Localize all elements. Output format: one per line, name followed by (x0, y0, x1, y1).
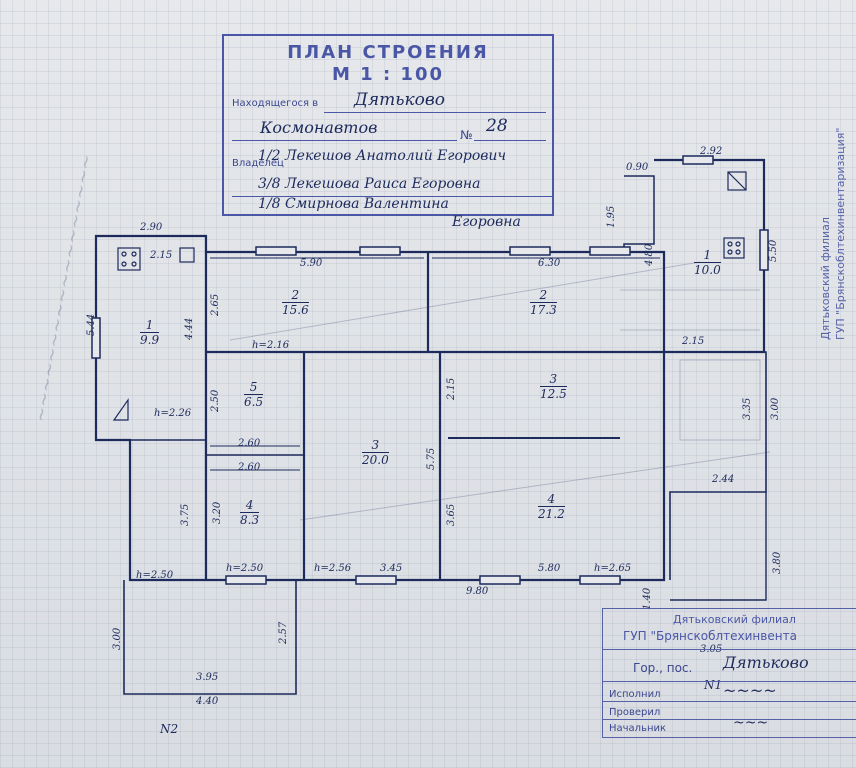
dim-label: 2.15 (682, 336, 705, 347)
owner-2: 3/8 Лекешова Раиса Егоровна (258, 176, 481, 192)
dim-label: h=2.65 (594, 563, 632, 574)
dim-label: h=2.56 (314, 563, 352, 574)
dim-label: 6.30 (538, 258, 561, 269)
chief-signature: ~~~ (733, 715, 769, 731)
dim-label: 5.75 (426, 447, 437, 470)
dim-label: 4.40 (196, 696, 219, 707)
dim-label: 3.00 (112, 627, 123, 650)
city-value: Дятьково (723, 653, 809, 672)
dim-label: 2.60 (238, 438, 261, 449)
side-stamp-line2: ГУП "Брянскоблтехинвентаризация" (834, 127, 847, 340)
dim-label: 4.44 (184, 317, 195, 340)
side-stamp-line1: Дятьковский филиал (819, 217, 832, 340)
dim-label: 2.92 (700, 146, 723, 157)
owner-3-cont: Егоровна (452, 214, 521, 230)
dim-label: 2.15 (446, 377, 457, 400)
dim-label: 5.50 (768, 239, 779, 262)
dim-label: 5.44 (86, 313, 97, 336)
title-stamp: ПЛАН СТРОЕНИЯ М 1 : 100 Находящегося в Д… (222, 34, 554, 216)
dim-label: 2.15 (150, 250, 173, 261)
dim-label: 2.50 (210, 389, 221, 412)
plan-title: ПЛАН СТРОЕНИЯ (287, 42, 489, 63)
org-header-2: ГУП "Брянскоблтехинвента (623, 629, 797, 643)
street-value: Космонавтов (260, 118, 378, 137)
dim-label: 1.95 (606, 205, 617, 228)
plan-scale: М 1 : 100 (331, 64, 444, 85)
dim-label: 5.90 (300, 258, 323, 269)
dim-label: 5.80 (538, 563, 561, 574)
organization-stamp: Дятьковский филиал ГУП "Брянскоблтехинве… (602, 608, 856, 738)
dim-label: 4.80 (644, 243, 655, 266)
dim-label: 3.65 (446, 503, 457, 526)
executor-label: Исполнил (609, 689, 661, 700)
owner-1: 1/2 Лекешов Анатолий Егорович (258, 148, 507, 164)
dim-label: 9.80 (466, 586, 489, 597)
number-label: № (460, 128, 473, 142)
dim-label: 2.44 (712, 474, 735, 485)
location-label: Находящегося в (232, 98, 319, 109)
dim-label: 2.60 (238, 462, 261, 473)
dim-label: 3.20 (212, 501, 223, 524)
org-header-1: Дятьковский филиал (673, 613, 796, 626)
location-value: Дятьково (354, 90, 445, 110)
chief-label: Начальник (609, 723, 667, 734)
dim-label: 3.75 (180, 503, 191, 526)
number-value: 28 (486, 116, 508, 136)
dim-label: 2.90 (140, 222, 163, 233)
dim-label: h=2.26 (154, 408, 192, 419)
dim-label: 3.80 (772, 551, 783, 574)
checked-label: Проверил (609, 707, 661, 718)
dim-label: 2.65 (210, 293, 221, 316)
owner-label: Владелец (232, 158, 284, 169)
executor-signature: ~~~~ (723, 681, 777, 700)
dim-label: 3.45 (380, 563, 403, 574)
porch-label: N2 (160, 722, 179, 736)
dim-label: h=2.16 (252, 340, 290, 351)
dim-label: 3.35 (742, 397, 753, 420)
dim-label: h=2.50 (136, 570, 174, 581)
dim-label: 1.40 (642, 587, 653, 610)
dim-label: 2.57 (278, 621, 289, 644)
city-label: Гор., пос. (633, 661, 693, 675)
side-stamp: Дятьковский филиал ГУП "Брянскоблтехинве… (818, 128, 848, 340)
dim-label: h=2.50 (226, 563, 264, 574)
owner-3: 1/8 Смирнова Валентина (258, 196, 449, 212)
dim-label: 3.95 (196, 672, 219, 683)
dim-label: 3.00 (770, 397, 781, 420)
dim-label: 0.90 (626, 162, 649, 173)
